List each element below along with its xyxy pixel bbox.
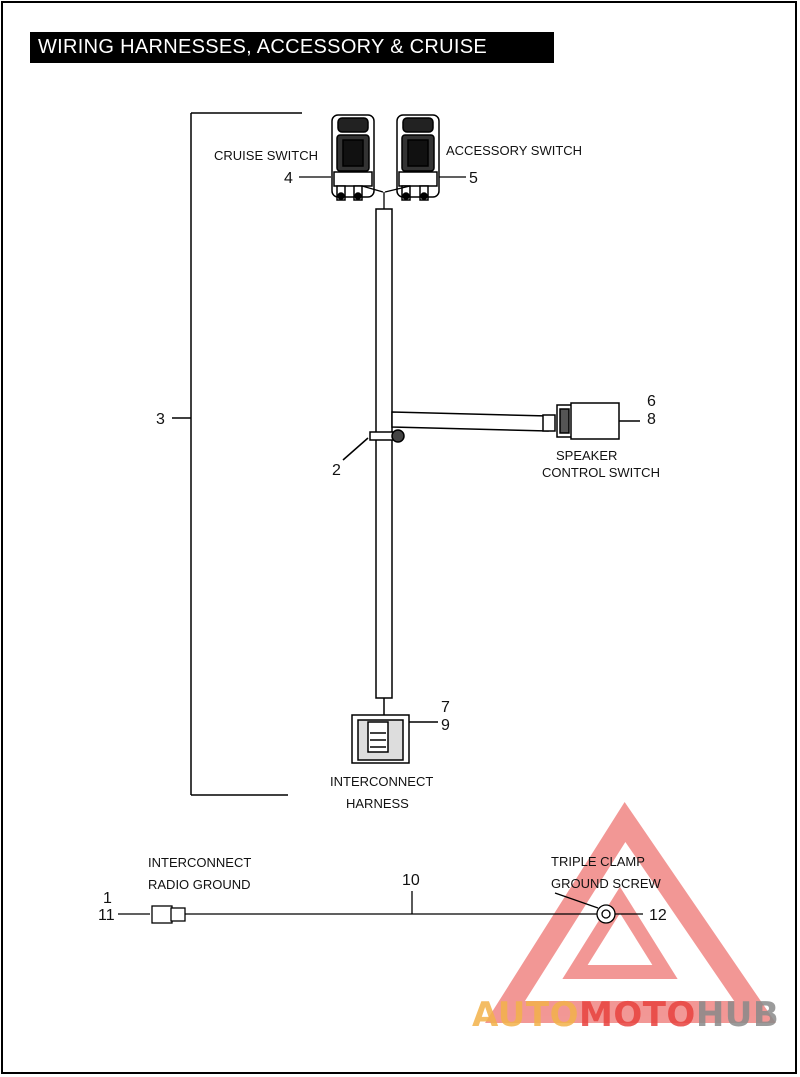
cable-tie xyxy=(342,429,405,461)
ground-wire xyxy=(118,891,643,924)
watermark-logo xyxy=(485,801,776,1023)
accessory-switch-label: ACCESSORY SWITCH xyxy=(446,143,582,158)
triple-clamp-label-line1: TRIPLE CLAMP xyxy=(551,854,645,869)
cruise-switch-label: CRUISE SWITCH xyxy=(214,148,318,163)
watermark-part-moto: MOTO xyxy=(579,995,696,1035)
callout-8: 8 xyxy=(647,411,656,428)
callout-2: 2 xyxy=(332,462,341,479)
radio-ground-label-line2: RADIO GROUND xyxy=(148,877,251,892)
switch-wires xyxy=(361,185,411,209)
interconnect-label-line2: HARNESS xyxy=(346,796,409,811)
radio-ground-label-line1: INTERCONNECT xyxy=(148,855,251,870)
page-title: WIRING HARNESSES, ACCESSORY & CRUISE xyxy=(30,32,554,63)
speaker-connector xyxy=(556,402,640,440)
watermark-part-hub: HUB xyxy=(696,995,779,1035)
callout-3: 3 xyxy=(156,411,165,428)
callout-10: 10 xyxy=(402,872,420,889)
callout-6: 6 xyxy=(647,393,656,410)
callout-9: 9 xyxy=(441,717,450,734)
speaker-label-line1: SPEAKER xyxy=(556,448,617,463)
callout-7: 7 xyxy=(441,699,450,716)
cruise-switch xyxy=(331,114,375,201)
callout-5: 5 xyxy=(469,170,478,187)
triple-clamp-label-line2: GROUND SCREW xyxy=(551,876,662,891)
callout-11: 11 xyxy=(98,907,115,924)
speaker-label-line2: CONTROL SWITCH xyxy=(542,465,660,480)
interconnect-label-line1: INTERCONNECT xyxy=(330,774,433,789)
callout-12: 12 xyxy=(649,907,667,924)
speaker-branch xyxy=(391,411,556,432)
interconnect-connector xyxy=(351,698,438,764)
callout-1: 1 xyxy=(103,890,112,907)
accessory-switch xyxy=(396,114,440,201)
harness-bracket xyxy=(172,112,302,796)
watermark-part-auto: AUTO xyxy=(472,995,579,1035)
callout-4: 4 xyxy=(284,170,293,187)
watermark-text: AUTOMOTOHUB xyxy=(472,995,779,1035)
main-harness-trunk xyxy=(375,208,393,699)
